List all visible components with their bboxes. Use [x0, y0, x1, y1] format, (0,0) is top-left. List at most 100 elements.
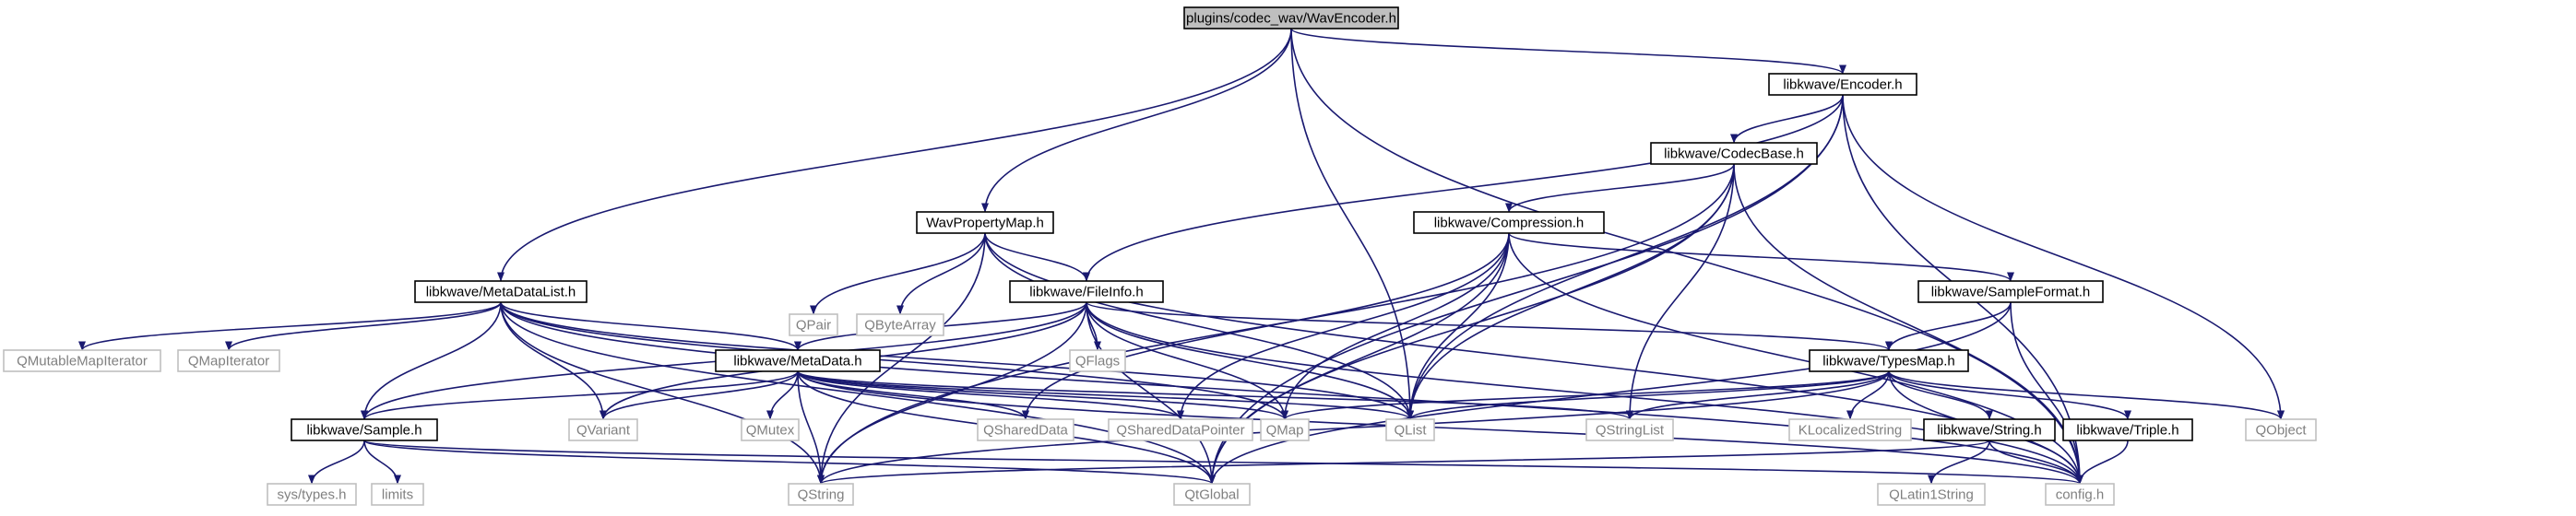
- node-qvariant-label: QVariant: [576, 423, 631, 439]
- node-string[interactable]: libkwave/String.h: [1923, 418, 2056, 441]
- node-root-box: [1183, 6, 1399, 29]
- node-wavprop[interactable]: WavPropertyMap.h: [916, 211, 1054, 234]
- node-triple[interactable]: libkwave/Triple.h: [2062, 418, 2193, 441]
- node-qmap-label: QMap: [1266, 423, 1304, 439]
- node-qmutablemapiterator-label: QMutableMapIterator: [17, 354, 148, 369]
- node-wavprop-box: [916, 211, 1054, 234]
- node-qlist-box: [1385, 418, 1435, 441]
- edge-string-to-qlatin1string: [1928, 440, 1990, 485]
- node-config-box: [2045, 483, 2115, 506]
- node-metadatalist[interactable]: libkwave/MetaDataList.h: [414, 280, 588, 303]
- edge-metadata-to-qmutex: [766, 370, 799, 420]
- node-string-box: [1923, 418, 2056, 441]
- node-qstring-label: QString: [798, 487, 845, 503]
- node-qmutablemapiterator: QMutableMapIterator: [3, 349, 161, 372]
- node-qmap: QMap: [1260, 418, 1310, 441]
- edge-typesmap-to-qstring: [817, 370, 1890, 485]
- edge-wavprop-to-qlist: [984, 232, 1414, 420]
- edge-metadatalist-to-qmap: [500, 301, 1288, 420]
- node-qlist: QList: [1385, 418, 1435, 441]
- node-qshareddatapointer: QSharedDataPointer: [1108, 418, 1253, 441]
- node-fileinfo-box: [1009, 280, 1164, 303]
- edge-fileinfo-to-config: [1086, 301, 2083, 485]
- edge-metadatalist-to-sample: [361, 301, 502, 420]
- node-metadata-box: [715, 349, 881, 372]
- node-qlatin1string-label: QLatin1String: [1889, 487, 1974, 503]
- node-qpair-label: QPair: [796, 318, 831, 334]
- node-metadatalist-box: [414, 280, 588, 303]
- node-encoder[interactable]: libkwave/Encoder.h: [1768, 73, 1917, 96]
- node-qmapiterator-box: [177, 349, 280, 372]
- node-systypes: sys/types.h: [267, 483, 357, 506]
- node-systypes-box: [267, 483, 357, 506]
- node-sampleformat-box: [1917, 280, 2104, 303]
- edge-sampleformat-to-typesmap: [1885, 301, 2012, 351]
- node-metadata[interactable]: libkwave/MetaData.h: [715, 349, 881, 372]
- node-fileinfo[interactable]: libkwave/FileInfo.h: [1009, 280, 1164, 303]
- node-limits: limits: [371, 483, 424, 506]
- node-codecbase[interactable]: libkwave/CodecBase.h: [1650, 142, 1818, 165]
- node-triple-label: libkwave/Triple.h: [2076, 423, 2178, 439]
- edge-encoder-to-codecbase: [1730, 94, 1844, 144]
- node-qmap-box: [1260, 418, 1310, 441]
- node-qlatin1string: QLatin1String: [1877, 483, 1986, 506]
- node-codecbase-box: [1650, 142, 1818, 165]
- node-qshareddata: QSharedData: [977, 418, 1074, 441]
- node-qmutex-box: [741, 418, 800, 441]
- node-root-label: plugins/codec_wav/WavEncoder.h: [1186, 11, 1396, 27]
- node-qmutablemapiterator-box: [3, 349, 161, 372]
- node-sample[interactable]: libkwave/Sample.h: [291, 418, 438, 441]
- node-qtglobal: QtGlobal: [1173, 483, 1251, 506]
- edge-codecbase-to-qstringlist: [1626, 163, 1735, 420]
- edge-wavprop-to-fileinfo: [984, 232, 1090, 282]
- node-typesmap[interactable]: libkwave/TypesMap.h: [1809, 349, 1969, 372]
- node-qstringlist-label: QStringList: [1596, 423, 1665, 439]
- edge-metadata-to-qvariant: [599, 370, 799, 420]
- edge-typesmap-to-qstringlist: [1626, 370, 1890, 420]
- node-qstring: QString: [788, 483, 854, 506]
- node-qobject-box: [2245, 418, 2317, 441]
- edge-encoder-to-qobject: [1842, 94, 2285, 420]
- node-qshareddatapointer-box: [1108, 418, 1253, 441]
- node-qshareddatapointer-label: QSharedDataPointer: [1116, 423, 1244, 439]
- edge-root-to-wavprop: [981, 28, 1292, 213]
- node-sample-label: libkwave/Sample.h: [306, 423, 421, 439]
- edge-sample-to-qtglobal: [363, 440, 1216, 485]
- edge-root-to-encoder: [1290, 28, 1846, 75]
- edge-encoder-to-fileinfo: [1083, 94, 1844, 282]
- edge-string-to-qstring: [817, 440, 1990, 485]
- edge-fileinfo-to-qmap: [1086, 301, 1288, 420]
- node-klocalizedstring: KLocalizedString: [1788, 418, 1912, 441]
- node-fileinfo-label: libkwave/FileInfo.h: [1029, 285, 1143, 300]
- node-qstringlist: QStringList: [1585, 418, 1674, 441]
- node-sampleformat[interactable]: libkwave/SampleFormat.h: [1917, 280, 2104, 303]
- node-compression[interactable]: libkwave/Compression.h: [1413, 211, 1605, 234]
- edge-triple-to-config: [2076, 440, 2129, 485]
- edge-typesmap-to-triple: [1888, 370, 2131, 420]
- node-qmutex-label: QMutex: [746, 423, 795, 439]
- edge-typesmap-to-qobject: [1888, 370, 2285, 420]
- node-qlatin1string-box: [1877, 483, 1986, 506]
- node-qmapiterator-label: QMapIterator: [188, 354, 269, 369]
- node-compression-label: libkwave/Compression.h: [1434, 216, 1585, 231]
- edge-compression-to-sampleformat: [1508, 232, 2014, 282]
- node-metadata-label: libkwave/MetaData.h: [733, 354, 861, 369]
- node-compression-box: [1413, 211, 1605, 234]
- edge-metadatalist-to-config: [500, 301, 2083, 485]
- edge-metadatalist-to-qstring: [500, 301, 825, 485]
- node-qtglobal-box: [1173, 483, 1251, 506]
- node-qstring-box: [788, 483, 854, 506]
- edge-metadata-to-qstring: [797, 370, 825, 485]
- edge-metadata-to-qmap: [797, 370, 1288, 420]
- edge-sampleformat-to-qtglobal: [1208, 301, 2012, 485]
- node-qshareddata-label: QSharedData: [983, 423, 1068, 439]
- node-qstringlist-box: [1585, 418, 1674, 441]
- edge-metadata-to-qlist: [797, 370, 1414, 420]
- edge-typesmap-to-string: [1888, 370, 1993, 420]
- edge-metadata-to-qstringlist: [797, 370, 1633, 420]
- node-qbytearray-label: QByteArray: [864, 318, 936, 334]
- node-root[interactable]: plugins/codec_wav/WavEncoder.h: [1183, 6, 1399, 29]
- edge-root-to-config: [1290, 28, 2083, 485]
- edge-wavprop-to-qbytearray: [896, 232, 986, 315]
